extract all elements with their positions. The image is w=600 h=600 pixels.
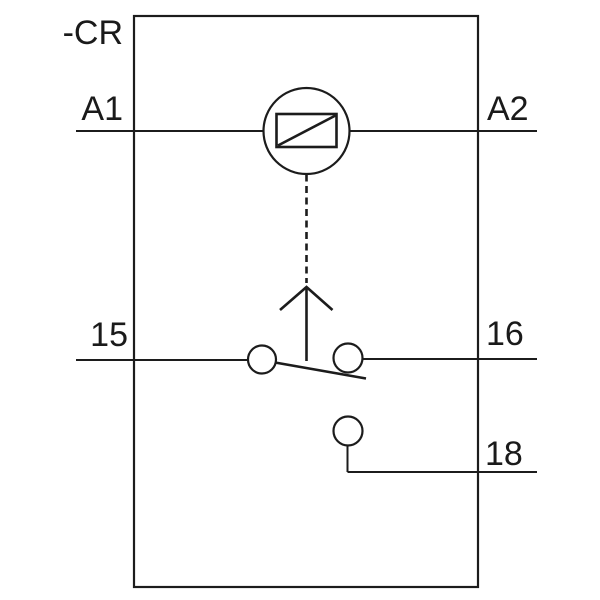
coil-rect	[275, 112, 338, 149]
label-reference-designator: -CR	[63, 14, 123, 52]
label-terminal-15: 15	[90, 316, 128, 354]
label-terminal-a1: A1	[81, 90, 123, 128]
contact-point-18-circle	[332, 415, 364, 447]
contact-pivot-15-circle	[246, 344, 278, 375]
terminal-18-branch	[332, 415, 537, 473]
changeover-contact-symbol	[246, 342, 367, 380]
coil-circle	[262, 86, 351, 176]
enclosure-outline	[132, 14, 480, 589]
relay-coil-symbol	[262, 86, 351, 176]
arrow-head	[279, 285, 334, 311]
label-terminal-a2: A2	[487, 90, 529, 128]
contact-blade	[274, 361, 367, 380]
contact-point-16-circle	[332, 342, 364, 374]
label-terminal-16: 16	[486, 315, 524, 353]
label-terminal-18: 18	[485, 435, 523, 473]
coil-diagonal	[277, 114, 337, 147]
actuation-arrow-icon	[279, 285, 334, 361]
